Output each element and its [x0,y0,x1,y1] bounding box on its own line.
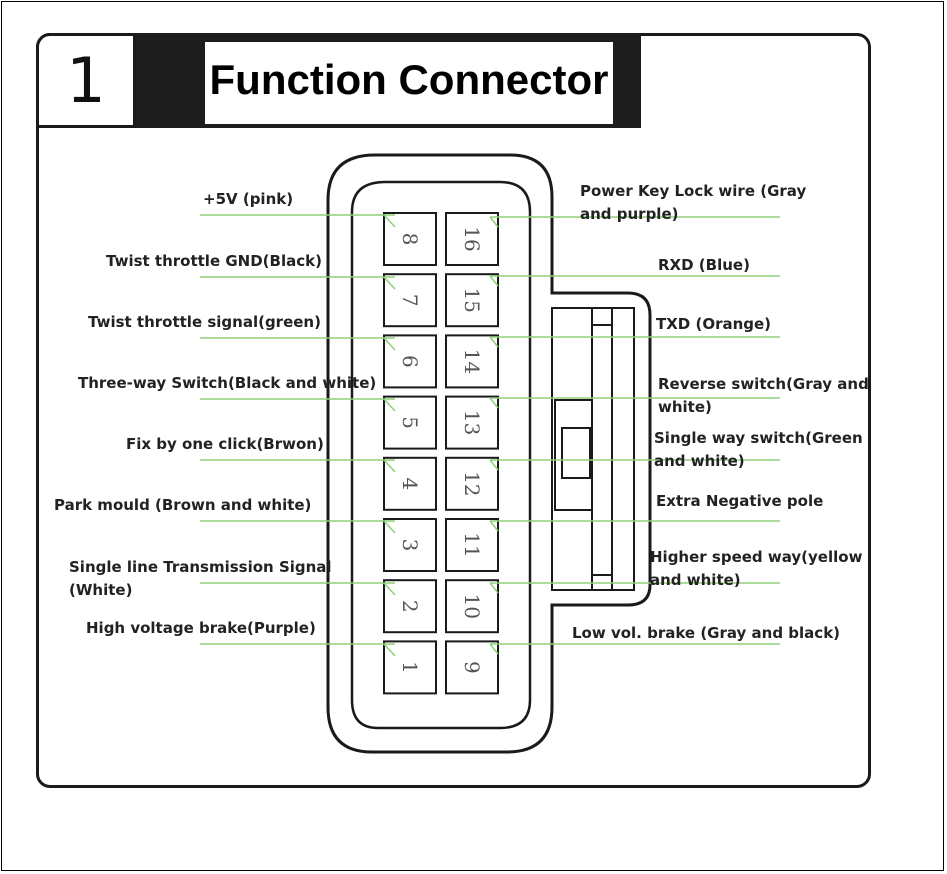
pin-number: 2 [398,600,422,613]
leader-tick-pin-15 [489,275,499,287]
connector-outer-shell [326,153,652,754]
pin-7-label: Twist throttle GND(Black) [106,252,322,270]
pin-2-label-line1: Single line Transmission Signal [69,558,332,576]
pin-13: 13 [445,395,499,450]
pin-8: 8 [383,212,437,266]
pin-3: 3 [383,518,437,572]
pin-number: 3 [398,539,422,552]
pin-11-label: Extra Negative pole [656,492,824,510]
pin-number: 10 [460,593,484,618]
pin-10-label-line1: Higher speed way(yellow [650,548,863,566]
leader-tick-pin-9 [489,643,499,655]
pin-number: 14 [460,349,484,374]
pin-16-label-line2: and purple) [580,205,679,223]
connector-inner-shell [350,180,532,730]
pin-number: 13 [460,410,484,435]
pin-number: 11 [460,532,484,557]
pin-2-label-line2: (White) [69,581,133,599]
pin-5-label: Three-way Switch(Black and white) [78,374,377,392]
pin-3-label: Park mould (Brown and white) [54,496,312,514]
leader-tick-pin-2 [383,582,396,596]
leader-tick-pin-10 [489,582,499,594]
pin-number: 15 [460,287,484,312]
pin-10-label-line2: and white) [650,571,741,589]
pin-number: 12 [460,471,484,496]
leader-tick-pin-5 [383,398,396,412]
pin-11: 11 [445,518,499,572]
pin-number: 16 [460,226,484,251]
pin-number: 6 [398,355,422,368]
leader-tick-pin-16 [489,216,499,228]
pin-6: 6 [383,334,437,389]
pin-6-label: Twist throttle signal(green) [88,313,321,331]
pin-13-label-line1: Reverse switch(Gray and [658,375,869,393]
pin-number: 7 [398,294,422,307]
pin-number: 8 [398,233,422,246]
pin-9-label: Low vol. brake (Gray and black) [572,624,841,642]
pin-14: 14 [445,334,499,389]
pin-number: 9 [460,661,484,674]
pin-9: 9 [445,640,499,695]
pin-4: 4 [383,456,437,511]
leader-tick-pin-4 [383,459,396,473]
pin-5: 5 [383,395,437,450]
pin-13-label-line2: white) [658,398,712,416]
leader-tick-pin-13 [489,397,499,409]
pin-15-label: RXD (Blue) [658,256,750,274]
section-number: 1 [66,44,106,117]
pin-2: 2 [383,579,437,634]
pin-4-label: Fix by one click(Brwon) [126,435,324,453]
pin-number: 1 [398,661,422,674]
pin-number: 4 [398,477,422,490]
pin-15: 15 [445,273,499,328]
leader-tick-pin-7 [383,276,396,290]
pin-12-label-line1: Single way switch(Green [654,429,863,447]
pin-1-label: High voltage brake(Purple) [86,619,316,637]
leader-tick-pin-11 [489,520,499,532]
leader-tick-pin-3 [383,520,396,534]
section-number-box: 1 [36,33,136,128]
pin-number: 5 [398,416,422,429]
leader-tick-pin-12 [489,459,499,471]
leader-tick-pin-6 [383,337,396,351]
diagram-title: Function Connector [209,56,609,103]
pin-7: 7 [383,273,437,328]
pin-16-label-line1: Power Key Lock wire (Gray [580,182,807,200]
pin-1: 1 [383,640,437,695]
pin-12: 12 [445,456,499,511]
leader-tick-pin-14 [489,336,499,348]
title-box: Function Connector [205,42,613,124]
leader-tick-pin-1 [383,643,396,657]
pin-12-label-line2: and white) [654,452,745,470]
leader-tick-pin-8 [383,214,396,228]
connector-latch [551,307,635,591]
pin-14-label: TXD (Orange) [656,315,772,333]
pin-16: 16 [445,212,499,266]
pin-8-label: +5V (pink) [203,190,294,208]
pin-10: 10 [445,579,499,634]
